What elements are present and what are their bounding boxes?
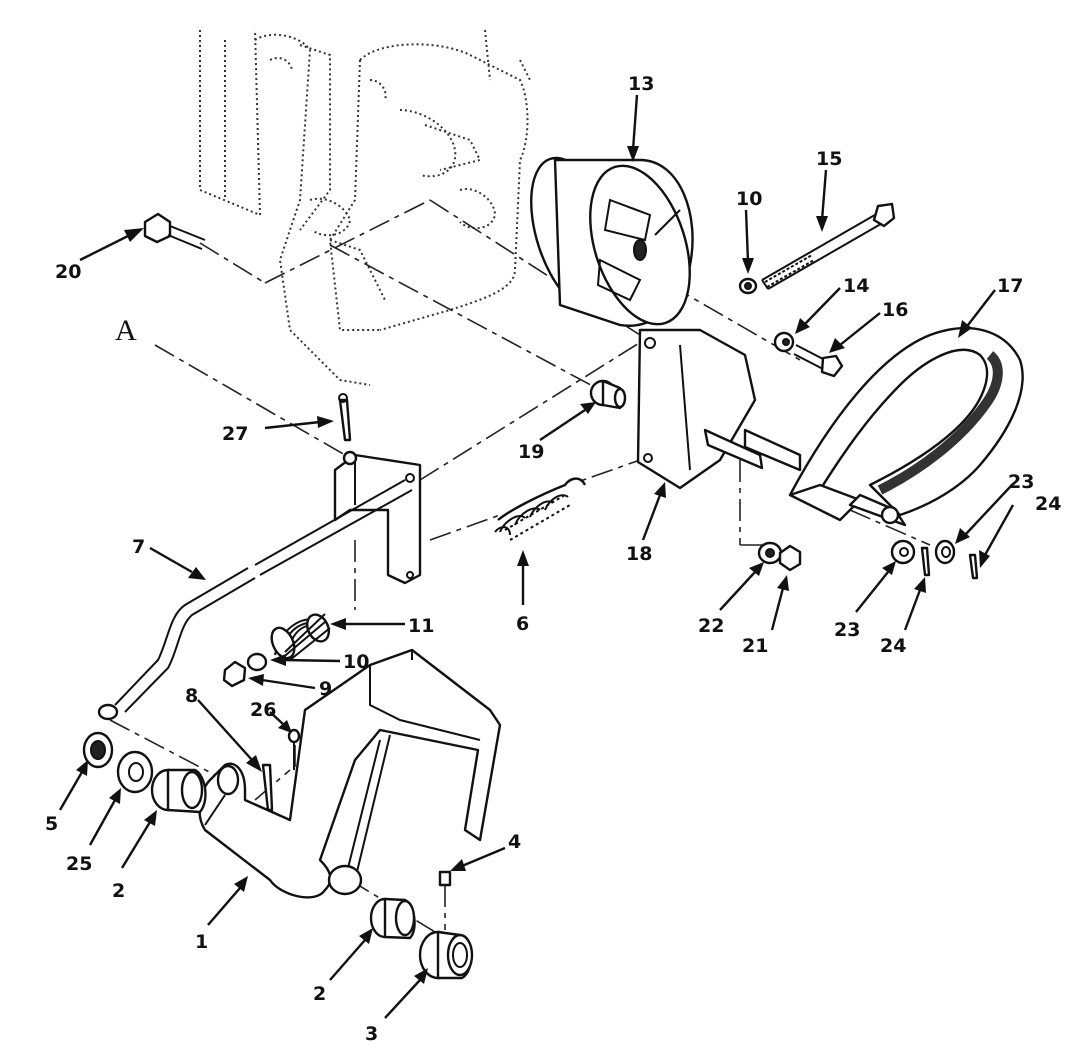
lever-bracket [333, 450, 422, 585]
leader-arrows [58, 94, 1015, 1019]
leader-8 [197, 699, 262, 772]
callout-19: 19 [518, 441, 544, 463]
callout-3: 3 [365, 1023, 378, 1045]
cotter-pin-8 [261, 763, 274, 812]
callout-20: 20 [55, 261, 81, 283]
callout-11: 11 [408, 615, 434, 637]
callout-10-upper: 10 [736, 188, 762, 210]
callout-24-right: 24 [1035, 493, 1061, 515]
washer-23b [934, 539, 956, 565]
cotter-pin-24b [968, 553, 979, 580]
callout-4: 4 [508, 831, 521, 853]
leader-5 [58, 760, 88, 811]
extension-spring [494, 477, 587, 541]
leader-2b [329, 928, 373, 981]
pedal-arm [198, 648, 502, 899]
callout-14: 14 [843, 275, 869, 297]
leader-24a [979, 504, 1015, 568]
control-rod [97, 479, 413, 721]
callout-6: 6 [516, 613, 529, 635]
leader-11 [330, 618, 405, 630]
callout-23-left: 23 [834, 619, 860, 641]
leader-17 [958, 289, 996, 338]
leader-27 [264, 416, 334, 430]
washer-upper-hole [744, 282, 752, 290]
leader-2a [120, 810, 157, 869]
bracket-plate [636, 328, 802, 490]
leader-10b [270, 654, 341, 666]
callout-27: 27 [222, 423, 248, 445]
leader-22 [719, 562, 764, 611]
callout-9: 9 [319, 678, 332, 700]
callout-15: 15 [816, 148, 842, 170]
callout-16: 16 [882, 299, 908, 321]
leader-3 [384, 968, 428, 1019]
leader-25 [88, 788, 121, 846]
bushing-upper [150, 768, 207, 814]
leader-4 [450, 846, 506, 871]
collar-3 [418, 930, 474, 980]
callout-25: 25 [66, 853, 92, 875]
section-label: A [115, 314, 137, 347]
leader-24b [903, 577, 926, 631]
callout-24-left: 24 [880, 635, 906, 657]
washer-22-hole [765, 548, 775, 558]
callout-18: 18 [626, 543, 652, 565]
cotter-pin-27 [338, 393, 352, 442]
bolt-16 [793, 344, 844, 378]
leader-16 [829, 312, 881, 353]
leader-26 [269, 711, 292, 733]
cotter-pin-24a [920, 546, 931, 577]
bolt-left [143, 212, 206, 250]
leader-13 [627, 94, 639, 162]
callout-10-lower: 10 [343, 651, 369, 673]
leader-19 [539, 402, 596, 441]
nut-21 [778, 544, 802, 572]
washer-23a [890, 539, 916, 565]
leader-6 [517, 550, 529, 605]
leader-9 [248, 674, 316, 690]
callout-21: 21 [742, 635, 768, 657]
brake-band [788, 327, 1024, 527]
nut-9 [222, 660, 247, 688]
callout-13: 13 [628, 73, 654, 95]
spacer-19 [589, 379, 627, 410]
leader-21 [770, 575, 789, 631]
leader-10a [742, 209, 754, 274]
long-bolt [761, 202, 896, 290]
compression-spring [270, 613, 331, 661]
callout-1: 1 [195, 931, 208, 953]
callout-23-right: 23 [1008, 471, 1034, 493]
washer-23a-hole [899, 547, 909, 557]
pulley-wheel [530, 156, 694, 327]
leader-23b [855, 561, 896, 613]
washer-23b-hole [941, 546, 951, 558]
leader-1 [207, 876, 248, 926]
washer-14-hole [782, 338, 790, 346]
callout-2-upper: 2 [112, 880, 125, 902]
callout-22: 22 [698, 615, 724, 637]
callout-7: 7 [132, 536, 145, 558]
leader-7 [149, 546, 206, 580]
callout-17: 17 [997, 275, 1023, 297]
washer-lower [246, 652, 268, 672]
washer-25 [116, 750, 154, 794]
leader-23a [955, 486, 1011, 544]
callout-26: 26 [250, 699, 276, 721]
set-screw-4 [438, 870, 452, 887]
callout-2-lower: 2 [313, 983, 326, 1005]
callout-numbers: 13 15 10 20 14 16 17 19 27 18 23 24 7 6 … [45, 73, 1061, 1045]
screw-26 [287, 728, 301, 770]
leader-15 [816, 169, 828, 232]
callout-5: 5 [45, 813, 58, 835]
collar-5 [82, 731, 114, 769]
leader-20 [79, 228, 144, 262]
leader-18 [641, 482, 666, 541]
engine-housing-outline [199, 29, 531, 386]
callout-8: 8 [185, 685, 198, 707]
leader-14 [795, 287, 841, 334]
bushing-lower [369, 897, 416, 940]
